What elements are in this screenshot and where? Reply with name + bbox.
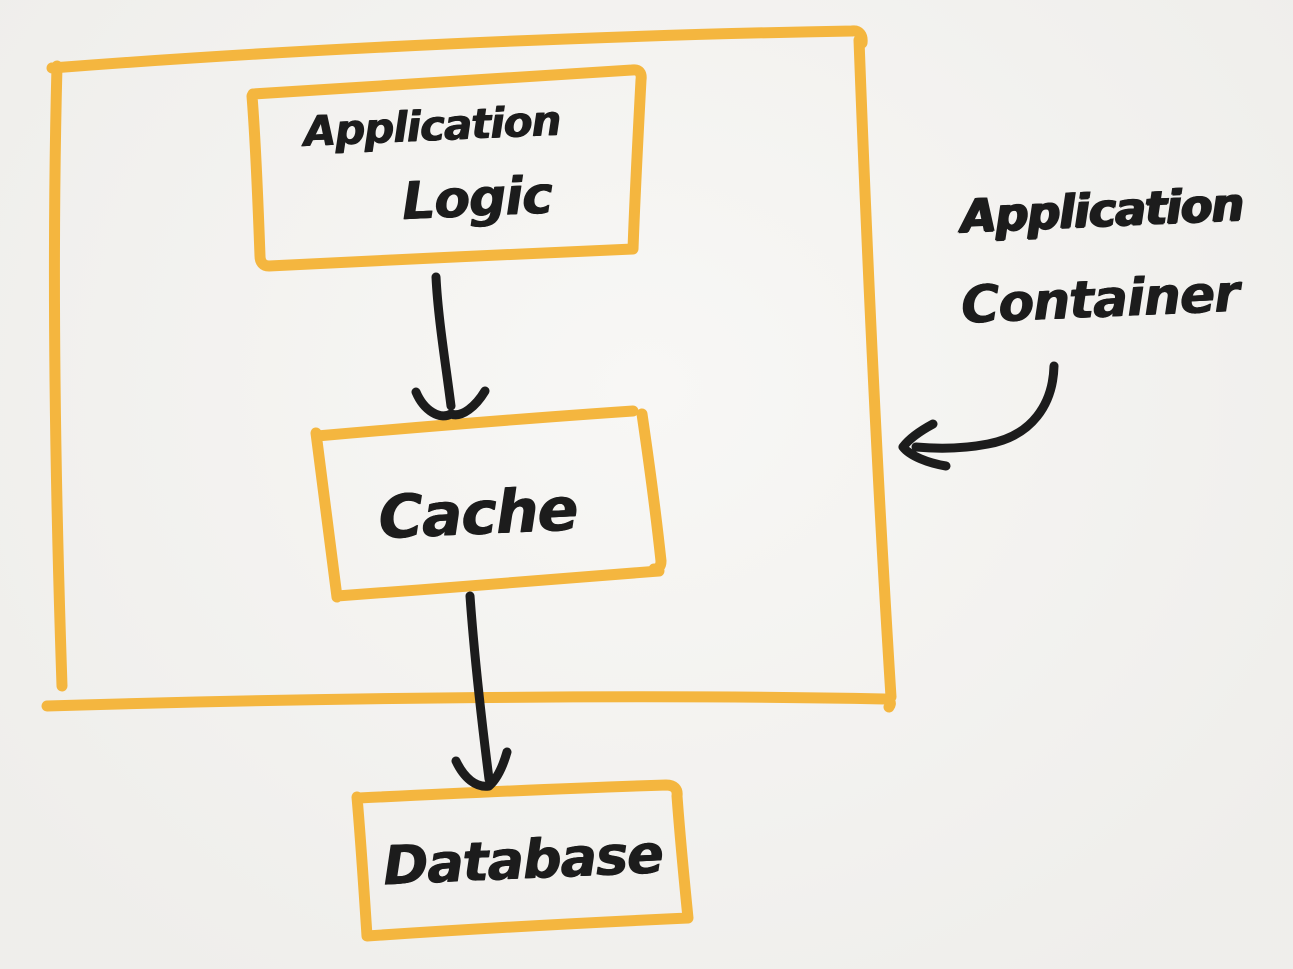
database-box <box>351 779 694 942</box>
application-container-box <box>41 25 897 713</box>
application-logic-label-line2: Logic <box>400 165 554 233</box>
annotation-arrow <box>898 361 1059 471</box>
database-label: Database <box>382 822 664 898</box>
arrow-app-logic-to-cache <box>411 272 490 421</box>
cache-box <box>310 405 667 603</box>
arrow-cache-to-database <box>451 591 512 791</box>
container-annotation-line2: Container <box>960 263 1240 337</box>
cache-label: Cache <box>377 474 579 554</box>
application-logic-box <box>246 64 647 272</box>
